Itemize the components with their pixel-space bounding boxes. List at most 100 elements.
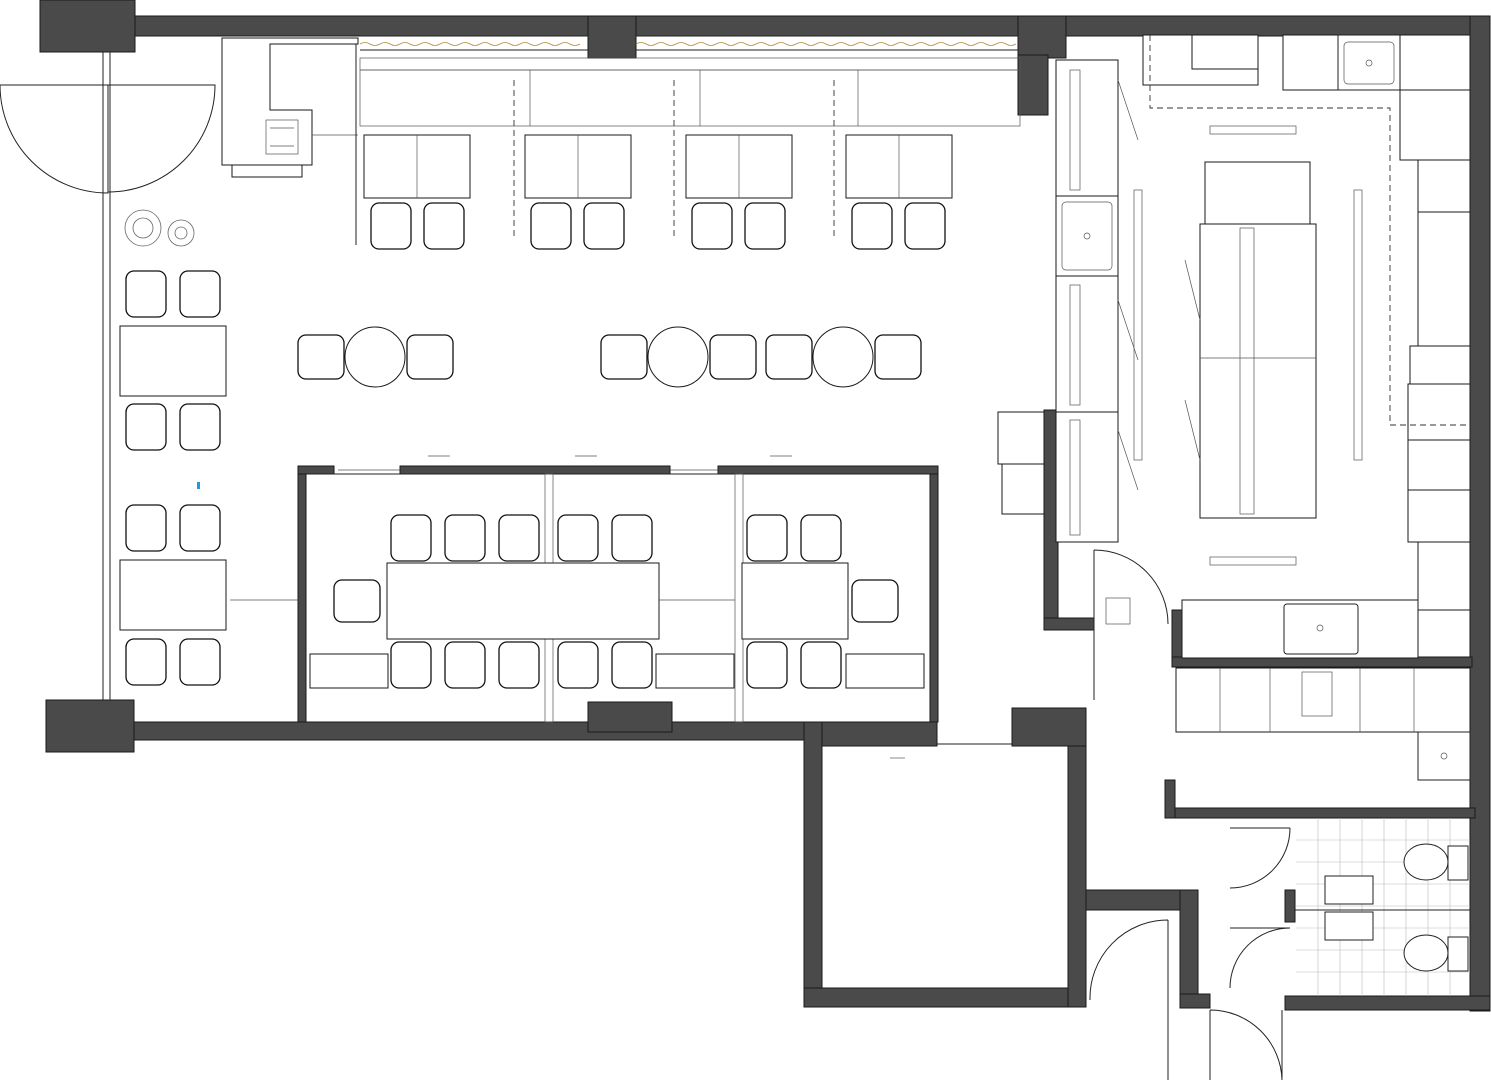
- chair: [423, 202, 465, 250]
- chair: [851, 202, 893, 250]
- chair: [297, 334, 345, 380]
- chairs: [125, 202, 946, 689]
- washbasin-upper: [1324, 875, 1374, 905]
- wall-corridor-stub: [1179, 993, 1211, 1009]
- wall-corridor-right: [1179, 889, 1199, 999]
- chair: [557, 641, 599, 689]
- column-top-mid: [587, 15, 637, 59]
- plant-decor: [124, 209, 195, 247]
- chair: [390, 514, 432, 562]
- chair: [851, 579, 899, 623]
- window-table-2: [119, 559, 227, 631]
- meeting-table-left: [386, 562, 660, 640]
- washbasin-lower: [1324, 911, 1374, 941]
- sink-top: [1337, 34, 1401, 91]
- column-bottom-left: [45, 699, 135, 753]
- sink-small: [1417, 731, 1471, 781]
- wall-kitchen-top: [1017, 54, 1049, 116]
- chair: [498, 514, 540, 562]
- wall-storage-top-left: [821, 721, 938, 747]
- accent-marker: [197, 482, 200, 489]
- chair: [179, 403, 221, 451]
- wall-restroom-stub: [1164, 779, 1176, 819]
- chair: [746, 514, 788, 562]
- back-door-left[interactable]: [1089, 919, 1169, 1080]
- kitchen: [997, 34, 1471, 781]
- credenza-2: [655, 653, 735, 689]
- chair: [498, 641, 540, 689]
- wall-restroom-divider: [1284, 889, 1296, 923]
- wall-meeting-top-left: [297, 465, 335, 475]
- chair: [744, 202, 786, 250]
- wall-storage-left: [803, 721, 823, 1008]
- top-curtain: [359, 35, 1021, 127]
- wall-meeting-top-right: [717, 465, 939, 475]
- chair: [583, 202, 625, 250]
- chair: [444, 514, 486, 562]
- chair: [600, 334, 648, 380]
- back-door-right[interactable]: [1209, 1009, 1283, 1080]
- wall-meeting-left: [297, 465, 307, 723]
- wall-bottom-left: [45, 721, 822, 741]
- wall-storage-top-stub: [1011, 707, 1087, 747]
- restrooms: [1229, 818, 1470, 996]
- chair: [691, 202, 733, 250]
- chair: [800, 641, 842, 689]
- restroom-door-lower[interactable]: [1229, 927, 1291, 989]
- storage-door[interactable]: [890, 743, 1012, 759]
- wall-meeting-top-mid: [399, 465, 671, 475]
- chair: [874, 334, 922, 380]
- chair: [179, 638, 221, 686]
- meeting-rooms: [230, 473, 930, 723]
- kitchen-island-hood: [1204, 161, 1311, 225]
- wall-meeting-right: [929, 465, 939, 723]
- chair: [530, 202, 572, 250]
- door-markers: [338, 455, 792, 471]
- chair: [904, 202, 946, 250]
- meeting-table-right: [741, 562, 849, 640]
- main-door-swing-right[interactable]: [107, 84, 216, 193]
- credenza-1: [309, 653, 389, 689]
- chair: [125, 403, 167, 451]
- round-table-2: [647, 326, 709, 388]
- chair: [746, 641, 788, 689]
- chair: [125, 270, 167, 318]
- chair: [125, 504, 167, 552]
- chair: [179, 504, 221, 552]
- sink-bottom: [1283, 603, 1359, 655]
- round-table-3: [812, 326, 874, 388]
- wall-right: [1469, 15, 1491, 1012]
- chair: [390, 641, 432, 689]
- chair: [709, 334, 757, 380]
- column-top-left: [39, 0, 136, 53]
- walls: [39, 0, 1491, 1012]
- wall-top: [39, 15, 1491, 37]
- reception-counter: [221, 37, 359, 245]
- chair: [179, 270, 221, 318]
- chair: [333, 579, 381, 623]
- facade-window: [0, 52, 216, 700]
- chair: [611, 514, 653, 562]
- chair: [765, 334, 813, 380]
- chair: [444, 641, 486, 689]
- toilet-lower: [1403, 934, 1469, 972]
- chair: [557, 514, 599, 562]
- toilet-upper: [1403, 843, 1469, 881]
- wall-storage-bottom: [803, 987, 1087, 1008]
- main-door-swing[interactable]: [0, 84, 109, 194]
- chair: [800, 514, 842, 562]
- chair: [406, 334, 454, 380]
- kitchen-door-swing[interactable]: [1093, 549, 1169, 700]
- credenza-3: [845, 653, 925, 689]
- column-bottom-mid: [587, 701, 673, 733]
- kitchen-island: [1199, 223, 1317, 519]
- restroom-door-upper[interactable]: [1229, 827, 1291, 889]
- window-table-1: [119, 325, 227, 397]
- wall-kitchen-bottom: [1043, 617, 1095, 631]
- round-table-1: [344, 326, 406, 388]
- chair: [125, 638, 167, 686]
- wall-restroom-bottom: [1284, 995, 1491, 1011]
- chair: [611, 641, 653, 689]
- column-top-right: [1017, 15, 1067, 59]
